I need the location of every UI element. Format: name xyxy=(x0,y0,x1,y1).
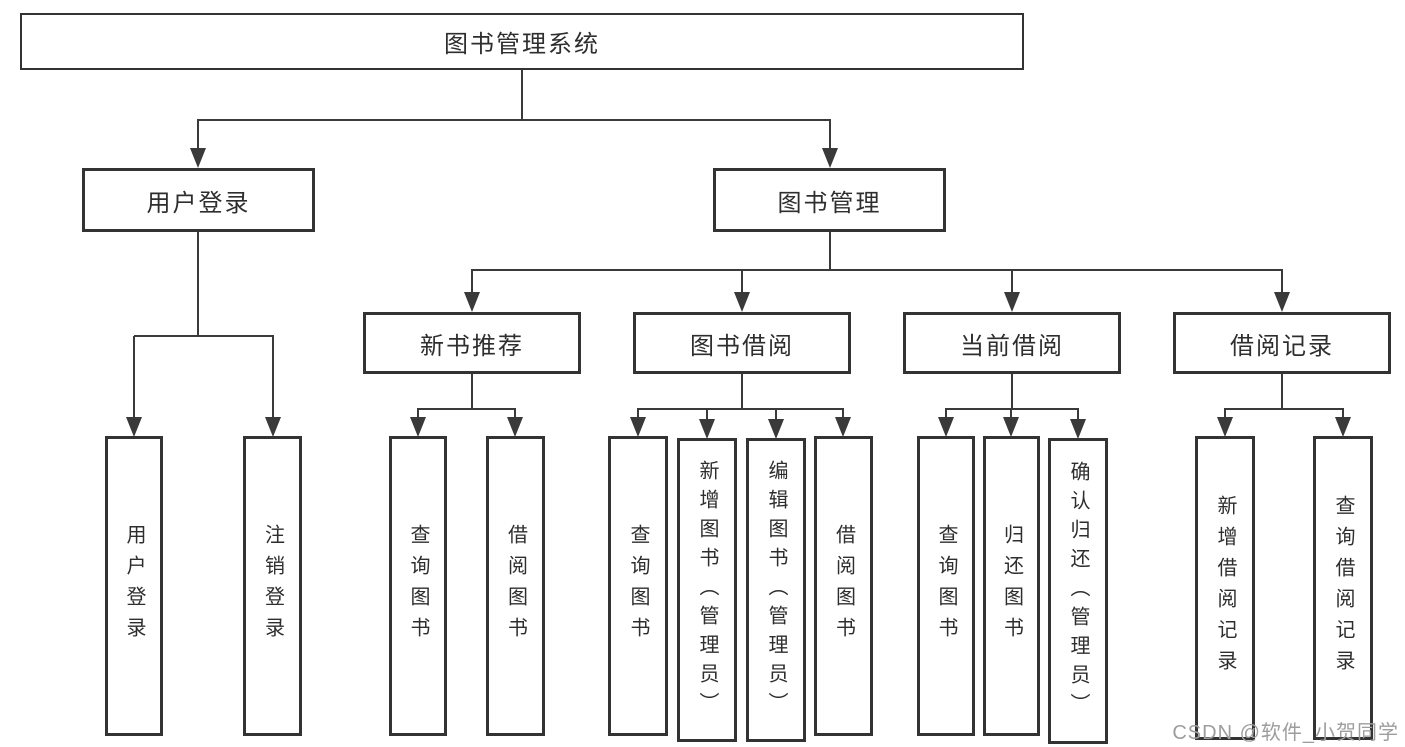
node-current-borrowing: 当前借阅 xyxy=(903,312,1121,374)
node-book-management: 图书管理 xyxy=(713,168,946,232)
node-user-login-label: 用户登录 xyxy=(146,189,251,217)
leaf-borrow-query-book: 查询图书 xyxy=(608,436,668,736)
node-borrowing-records: 借阅记录 xyxy=(1173,312,1391,374)
leaf-borrow-edit-book-admin-label: 编辑图书（管理员） xyxy=(765,459,787,721)
leaf-borrow-edit-book-admin: 编辑图书（管理员） xyxy=(746,438,806,742)
leaf-borrow-add-book-admin-label: 新增图书（管理员） xyxy=(696,459,718,721)
watermark: CSDN @软件_小贺同学 xyxy=(1172,722,1399,744)
leaf-current-query-book: 查询图书 xyxy=(917,436,975,736)
node-new-book-recommend-label: 新书推荐 xyxy=(420,332,524,360)
leaf-borrow-borrow-book: 借阅图书 xyxy=(814,436,873,736)
leaf-borrow-query-book-label: 查询图书 xyxy=(627,524,649,648)
leaf-user-login: 用户登录 xyxy=(105,436,163,736)
leaf-records-query-record-label: 查询借阅记录 xyxy=(1332,495,1354,681)
leaf-rec-query-book-label: 查询图书 xyxy=(407,524,429,648)
node-user-login: 用户登录 xyxy=(82,168,315,232)
leaf-current-confirm-return-admin: 确认归还（管理员） xyxy=(1048,438,1108,744)
leaf-records-add-record: 新增借阅记录 xyxy=(1195,436,1255,740)
leaf-current-query-book-label: 查询图书 xyxy=(935,524,957,648)
leaf-rec-query-book: 查询图书 xyxy=(389,436,447,736)
leaf-current-confirm-return-admin-label: 确认归还（管理员） xyxy=(1067,460,1089,722)
node-book-management-label: 图书管理 xyxy=(777,189,882,217)
leaf-current-return-book: 归还图书 xyxy=(983,436,1040,736)
leaf-records-query-record: 查询借阅记录 xyxy=(1313,436,1373,740)
node-library-management-system-label: 图书管理系统 xyxy=(444,31,600,58)
leaf-logout: 注销登录 xyxy=(243,436,302,736)
node-borrowing-records-label: 借阅记录 xyxy=(1230,332,1334,360)
node-current-borrowing-label: 当前借阅 xyxy=(960,332,1064,360)
leaf-borrow-add-book-admin: 新增图书（管理员） xyxy=(677,438,737,742)
node-new-book-recommend: 新书推荐 xyxy=(363,312,581,374)
leaf-rec-borrow-book-label: 借阅图书 xyxy=(504,524,527,648)
leaf-current-return-book-label: 归还图书 xyxy=(1000,524,1023,648)
node-book-borrowing-label: 图书借阅 xyxy=(690,332,794,360)
leaf-logout-label: 注销登录 xyxy=(261,524,284,648)
leaf-rec-borrow-book: 借阅图书 xyxy=(486,436,545,736)
node-book-borrowing: 图书借阅 xyxy=(633,312,851,374)
node-library-management-system: 图书管理系统 xyxy=(20,13,1024,70)
leaf-user-login-label: 用户登录 xyxy=(123,524,145,648)
leaf-records-add-record-label: 新增借阅记录 xyxy=(1214,495,1236,681)
leaf-borrow-borrow-book-label: 借阅图书 xyxy=(832,524,855,648)
